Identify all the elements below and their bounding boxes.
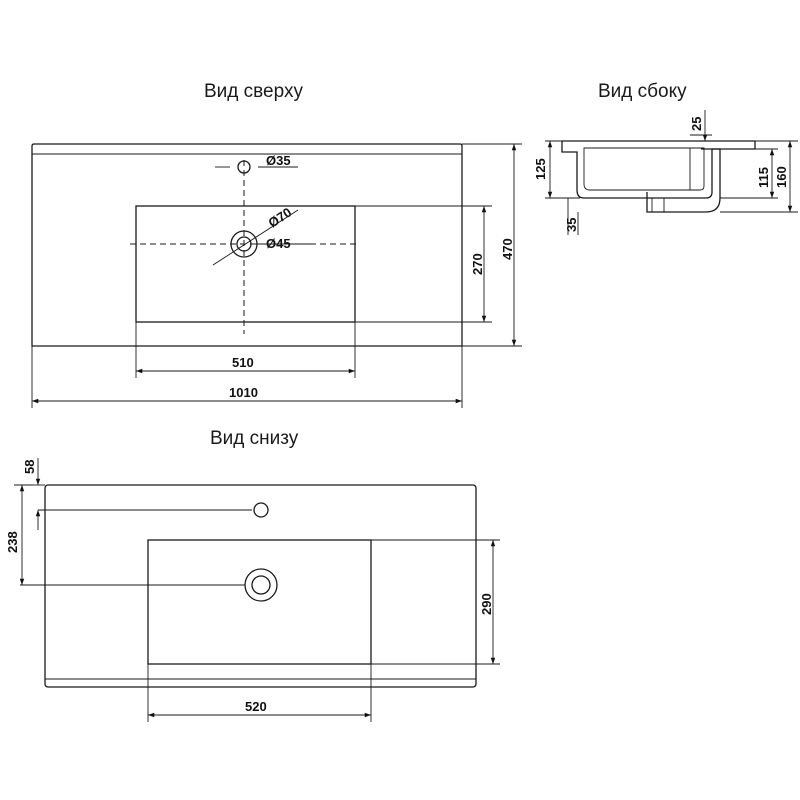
drain-offset-label: 35	[564, 218, 579, 232]
bowl-outline-top	[135, 205, 356, 323]
faucet-hole-diameter: Ø35	[266, 153, 291, 168]
faucet-offset-label: 58	[22, 460, 37, 474]
bowl-width-label: 510	[232, 355, 254, 370]
faucet-hole	[237, 160, 251, 174]
total-width-label: 1010	[229, 385, 258, 400]
drain-outer-leader	[212, 209, 299, 266]
total-height-label: 160	[774, 166, 789, 188]
drain-offset-bottom-label: 238	[5, 531, 20, 553]
side-view-title: Вид сбоку	[598, 81, 687, 102]
top-view: Ø35 Ø70 Ø45 270 470 510 1010	[31, 143, 522, 408]
top-view-title: Вид сверху	[204, 81, 303, 102]
bowl-depth-bottom-label: 290	[479, 593, 494, 615]
countertop-outline-top	[31, 143, 463, 347]
bowl-outline-bottom	[147, 539, 372, 665]
rim-thickness-label: 25	[689, 117, 704, 131]
bottom-view: 58 238 290 520	[5, 458, 500, 722]
bowl-height-label: 125	[533, 158, 548, 180]
inner-height-label: 115	[756, 167, 771, 188]
drain-inner-bottom	[251, 575, 271, 595]
total-depth-label: 470	[500, 238, 515, 260]
faucet-hole-bottom	[253, 502, 269, 518]
bottom-view-title: Вид снизу	[210, 428, 299, 449]
side-inner-bowl	[583, 147, 705, 191]
drain-outer-bottom	[244, 568, 278, 602]
drain-outer-diameter: Ø70	[265, 205, 294, 231]
drain-inner-diameter: Ø45	[266, 236, 291, 251]
side-drain-pipe	[646, 148, 721, 213]
side-profile-outline	[561, 140, 756, 199]
bowl-width-bottom-label: 520	[245, 699, 267, 714]
side-view: 25 125 115 160 35	[533, 110, 798, 235]
bowl-depth-label: 270	[470, 253, 485, 275]
countertop-outline-bottom	[44, 484, 477, 688]
